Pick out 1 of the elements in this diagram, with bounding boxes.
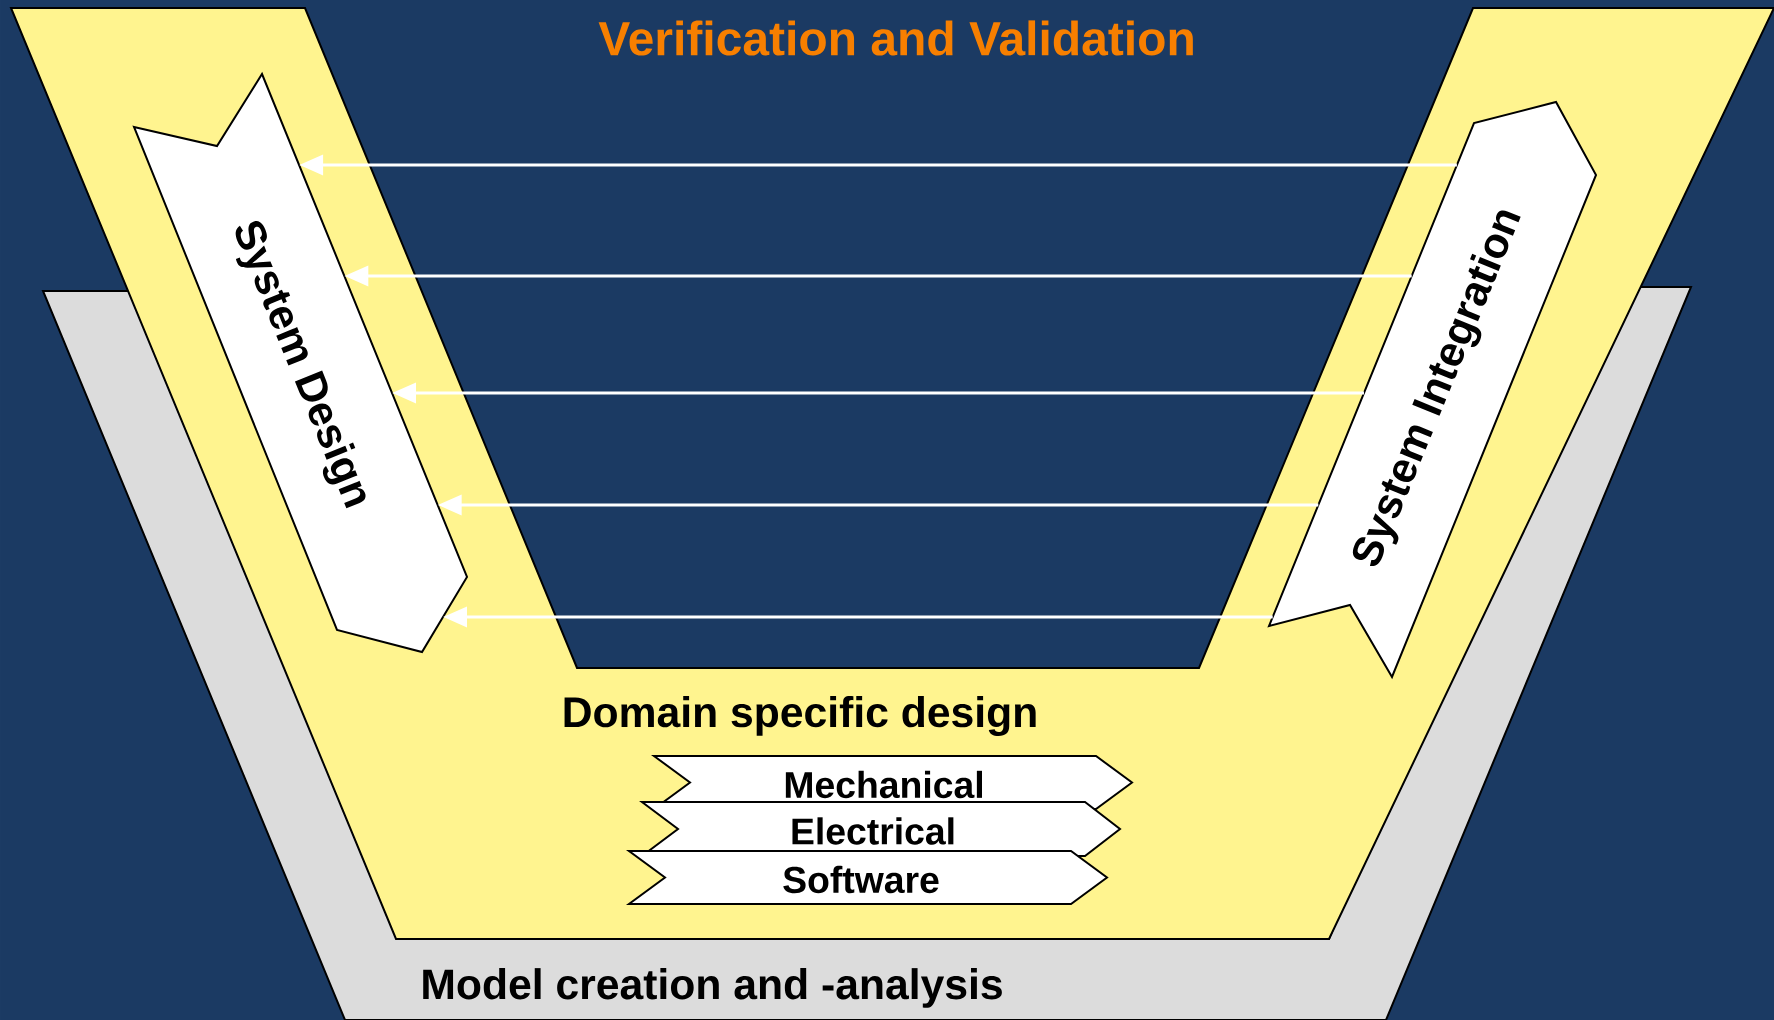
title: Verification and Validation — [598, 20, 1193, 56]
